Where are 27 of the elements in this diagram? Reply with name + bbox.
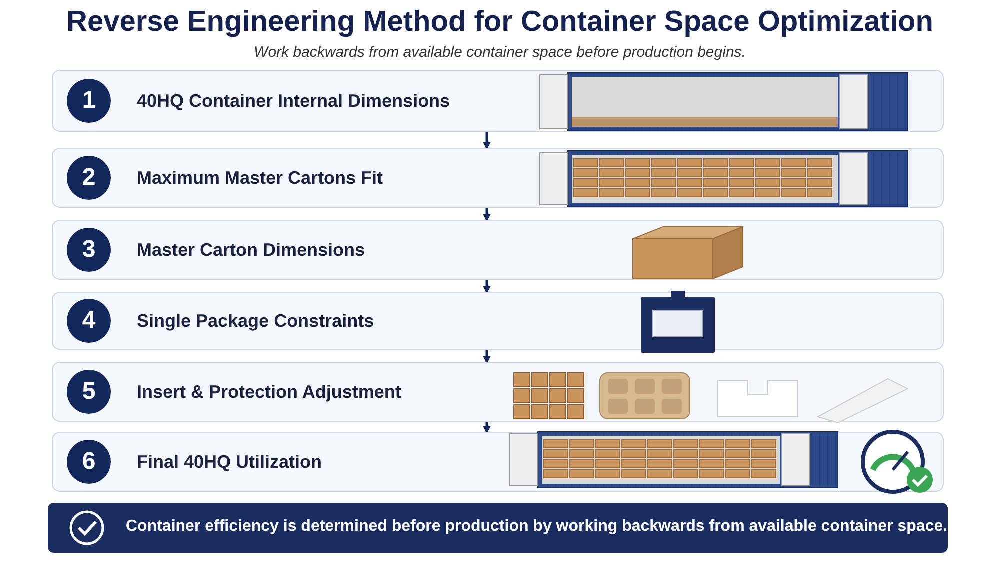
step-number: 1 <box>67 79 111 123</box>
step-number: 6 <box>67 440 111 484</box>
step-title: Insert & Protection Adjustment <box>137 382 402 403</box>
step-panel <box>52 220 944 280</box>
step-title: Single Package Constraints <box>137 311 374 332</box>
step-title: Final 40HQ Utilization <box>137 452 322 473</box>
step-number: 3 <box>67 228 111 272</box>
arrow <box>483 350 491 364</box>
step-title: Maximum Master Cartons Fit <box>137 168 384 189</box>
title: Reverse Engineering Method for Container Space Optimization <box>66 6 934 39</box>
summary-text: Container efficiency is determined before production by working backwards from available container space. <box>126 518 948 536</box>
step-panel <box>52 148 944 208</box>
step-number: 4 <box>67 299 111 343</box>
step-panel <box>52 70 944 132</box>
summary-banner <box>48 503 948 553</box>
subtitle: Work backwards from available container space before production begins. <box>253 44 747 61</box>
arrow <box>483 280 491 294</box>
step-panel <box>52 292 944 350</box>
step-title: 40HQ Container Internal Dimensions <box>137 91 450 112</box>
arrow <box>483 208 491 222</box>
step-number: 5 <box>67 370 111 414</box>
arrow <box>483 132 491 150</box>
arrow <box>483 422 491 434</box>
step-panel <box>52 362 944 422</box>
step-number: 2 <box>67 156 111 200</box>
step-title: Master Carton Dimensions <box>137 240 366 261</box>
step-panel <box>52 432 944 492</box>
